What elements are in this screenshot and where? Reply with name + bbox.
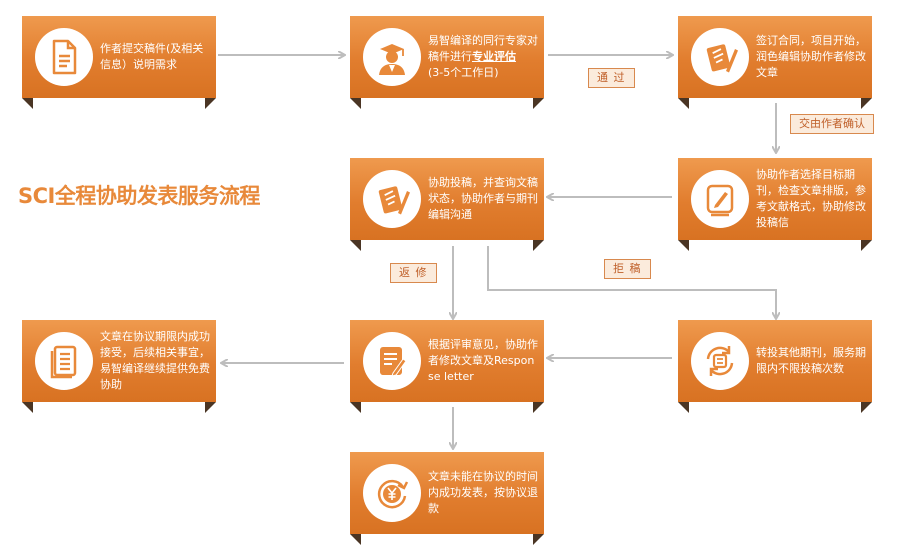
label-author-confirm: 交由作者确认 — [790, 114, 874, 134]
step-revise-text: 根据评审意见，协助作者修改文章及Response letter — [428, 338, 538, 383]
revise-document-icon — [363, 332, 421, 390]
label-return-revise: 返 修 — [390, 263, 437, 283]
step-evaluate: 易智编译的同行专家对稿件进行专业评估 (3-5个工作日) — [350, 16, 544, 109]
step-evaluate-duration: (3-5个工作日) — [428, 66, 499, 79]
submission-icon — [363, 170, 421, 228]
step-journal-select: 协助作者选择目标期刊，检查文章排版，参考文献格式，协助修改投稿信 — [678, 158, 872, 251]
label-reject: 拒 稿 — [604, 259, 651, 279]
step-contract-text: 签订合同，项目开始，润色编辑协助作者修改文章 — [756, 34, 866, 79]
step-refund-text: 文章未能在协议的时间内成功发表，按协议退款 — [428, 470, 538, 515]
step-submission-text: 协助投稿，并查询文稿状态，协助作者与期刊编辑沟通 — [428, 176, 538, 221]
expert-icon — [363, 28, 421, 86]
step-resubmit: 转投其他期刊，服务期限内不限投稿次数 — [678, 320, 872, 413]
step-contract: 签订合同，项目开始，润色编辑协助作者修改文章 — [678, 16, 872, 109]
document-icon — [35, 28, 93, 86]
step-journal-select-text: 协助作者选择目标期刊，检查文章排版，参考文献格式，协助修改投稿信 — [756, 168, 866, 229]
arrow-submission-to-resubmit — [487, 246, 776, 318]
step-submit-text: 作者提交稿件(及相关信息）说明需求 — [100, 42, 204, 71]
step-accepted: 文章在协议期限内成功接受，后续相关事宜，易智编译继续提供免费协助 — [22, 320, 216, 413]
step-evaluate-highlight: 专业评估 — [472, 50, 516, 63]
step-evaluate-text: 易智编译的同行专家对稿件进行 — [428, 34, 538, 63]
book-icon — [35, 332, 93, 390]
step-revise: 根据评审意见，协助作者修改文章及Response letter — [350, 320, 544, 413]
step-submit: 作者提交稿件(及相关信息）说明需求 — [22, 16, 216, 109]
step-refund: 文章未能在协议的时间内成功发表，按协议退款 — [350, 452, 544, 545]
page-title: SCI全程协助发表服务流程 — [18, 184, 260, 208]
step-submission: 协助投稿，并查询文稿状态，协助作者与期刊编辑沟通 — [350, 158, 544, 251]
cycle-icon — [691, 332, 749, 390]
refund-yen-icon — [363, 464, 421, 522]
step-resubmit-text: 转投其他期刊，服务期限内不限投稿次数 — [756, 346, 866, 375]
label-pass: 通 过 — [588, 68, 635, 88]
contract-sign-icon — [691, 28, 749, 86]
step-accepted-text: 文章在协议期限内成功接受，后续相关事宜，易智编译继续提供免费协助 — [100, 330, 210, 391]
edit-icon — [691, 170, 749, 228]
